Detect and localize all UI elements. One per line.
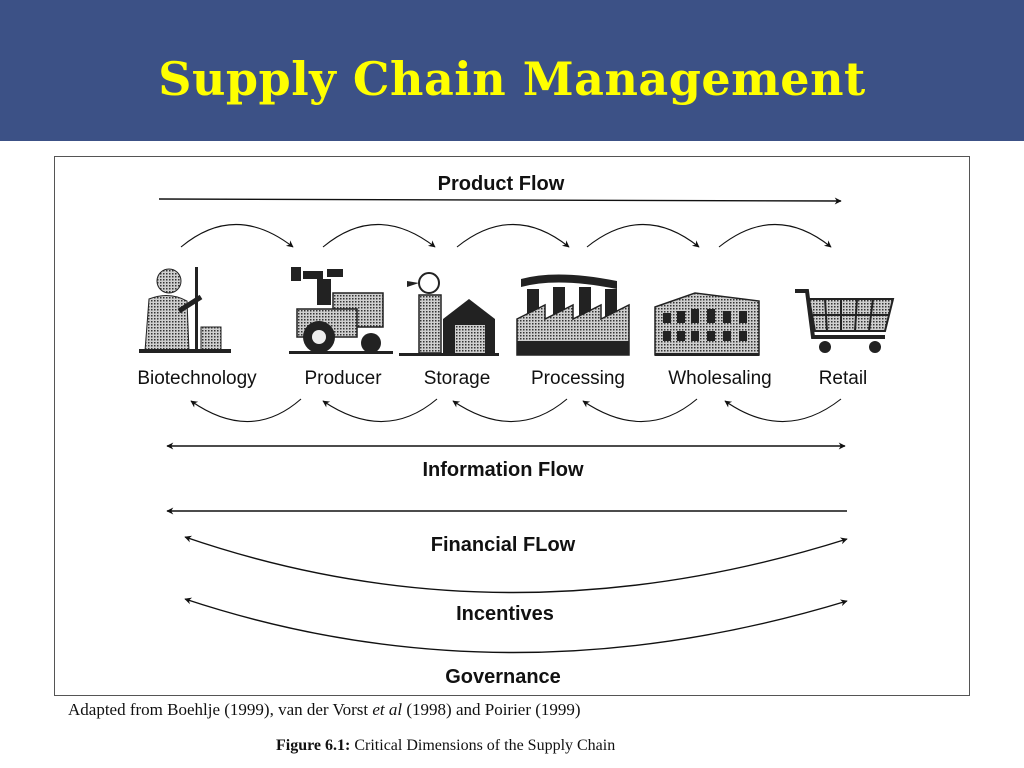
figure-frame: Product Flow	[54, 156, 970, 696]
incentives-arrow	[184, 535, 848, 594]
information-flow-label: Information Flow	[422, 459, 584, 481]
forward-arc-3	[456, 223, 570, 248]
source-caption-italic: et al	[372, 700, 403, 719]
forward-arc-5	[718, 223, 832, 248]
stage-label-storage: Storage	[424, 368, 491, 389]
governance-arrow	[184, 597, 848, 654]
incentives-label: Incentives	[456, 603, 554, 625]
forward-arc-2	[322, 223, 436, 248]
warehouse-icon	[654, 292, 760, 356]
supply-chain-diagram: Product Flow	[137, 173, 895, 688]
forward-arc-1	[180, 223, 294, 248]
scientist-icon	[139, 267, 231, 353]
source-caption: Adapted from Boehlje (1999), van der Vor…	[68, 700, 581, 720]
product-flow-arrow	[158, 197, 842, 205]
backward-arc-3	[452, 398, 568, 423]
forward-arc-arrows	[180, 223, 832, 248]
forward-arc-4	[586, 223, 700, 248]
backward-arc-1	[190, 398, 302, 423]
stage-label-wholesaling: Wholesaling	[668, 368, 772, 389]
slide-title: Supply Chain Management	[158, 52, 866, 106]
backward-arc-4	[582, 398, 698, 423]
figure-number: Figure 6.1:	[276, 737, 351, 754]
stage-label-processing: Processing	[531, 368, 625, 389]
backward-arc-5	[724, 398, 842, 423]
stage-label-biotechnology: Biotechnology	[137, 368, 257, 389]
backward-arc-arrows	[190, 398, 842, 423]
financial-flow-label: Financial FLow	[431, 534, 576, 556]
shopping-cart-icon	[795, 289, 895, 353]
figure-title: Critical Dimensions of the Supply Chain	[350, 737, 616, 754]
source-caption-part1: Adapted from Boehlje (1999), van der Vor…	[68, 700, 373, 719]
product-flow-label: Product Flow	[438, 173, 565, 195]
barn-silo-icon	[399, 272, 499, 356]
title-bar	[0, 0, 1024, 141]
stage-label-retail: Retail	[819, 368, 868, 389]
backward-arc-2	[322, 398, 438, 423]
governance-label: Governance	[445, 666, 561, 688]
stage-label-producer: Producer	[304, 368, 382, 389]
tractor-icon	[289, 267, 393, 354]
figure-caption: Figure 6.1: Critical Dimensions of the S…	[276, 737, 615, 755]
source-caption-part2: (1998) and Poirier (1999)	[402, 700, 581, 719]
factory-icon	[516, 274, 630, 356]
